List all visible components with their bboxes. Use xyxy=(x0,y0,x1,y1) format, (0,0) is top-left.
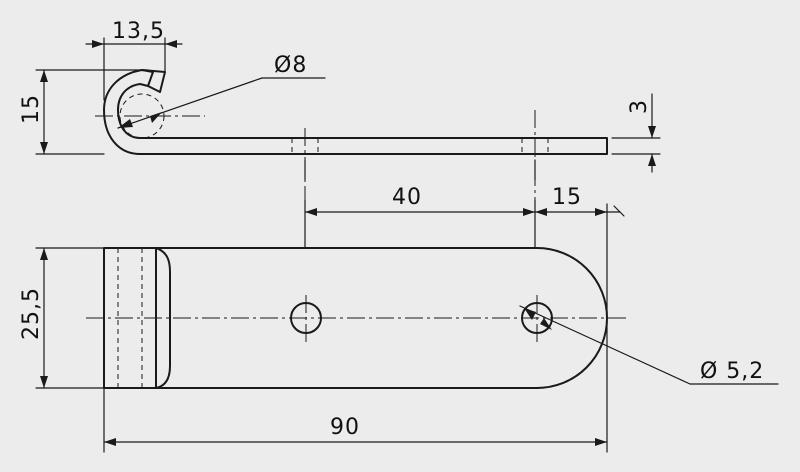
dim-hook-diameter: Ø8 xyxy=(117,53,326,129)
dim-side-height-label: 15 xyxy=(19,94,44,124)
top-view xyxy=(86,247,630,389)
dim-total-length: 90 xyxy=(103,387,608,453)
dim-side-height: 15 xyxy=(19,69,149,155)
hook-tip xyxy=(141,69,166,93)
dim-hole-diameter: Ø 5,2 xyxy=(519,305,779,385)
dim-plate-width: 25,5 xyxy=(19,247,105,389)
dim-hole-spacing: 40 xyxy=(304,185,536,249)
side-view-outline xyxy=(103,69,608,155)
dim-hook-width: 13,5 xyxy=(85,19,183,101)
dim-plate-width-label: 25,5 xyxy=(19,287,44,340)
dim-hook-width-label: 13,5 xyxy=(112,19,165,44)
dim-end-offset-label: 15 xyxy=(552,185,582,210)
dim-end-offset: 15 xyxy=(534,185,625,453)
dim-total-length-label: 90 xyxy=(330,415,360,440)
dim-thickness-label: 3 xyxy=(627,99,652,114)
dim-hook-diameter-label: Ø8 xyxy=(274,53,307,78)
dim-hole-diameter-label: Ø 5,2 xyxy=(700,359,764,384)
hook-bend-curve xyxy=(155,247,171,389)
dim-thickness: 3 xyxy=(611,93,661,173)
dim-hole-spacing-label: 40 xyxy=(392,185,422,210)
